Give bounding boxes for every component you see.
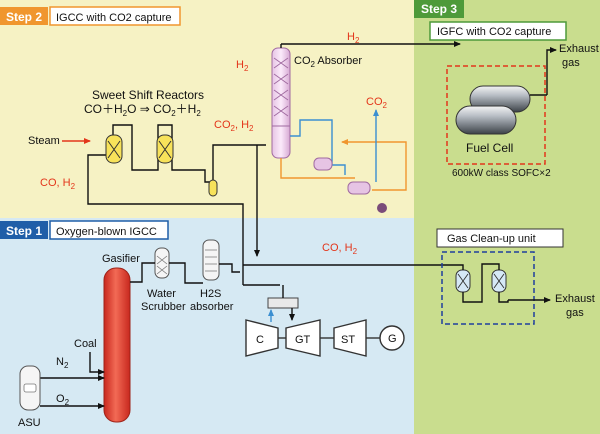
- coal-label: Coal: [74, 338, 97, 350]
- shift-reaction: CO＋H2O ⇒ CO2＋H2: [84, 102, 201, 118]
- co-h2-left-label: CO, H2: [40, 177, 76, 191]
- combustor: [267, 297, 299, 309]
- exhaust-bottom-label-1: Exhaust: [555, 293, 595, 305]
- compressor-label: C: [256, 334, 264, 346]
- heat-exchanger-small: [208, 179, 218, 197]
- regenerator-1: [313, 157, 333, 171]
- coal-line: [89, 352, 105, 375]
- cleanup-vessel-2: [491, 269, 507, 293]
- asu-unit: [19, 365, 41, 411]
- step2-title: IGCC with CO2 capture: [56, 12, 172, 24]
- asu-label: ASU: [18, 417, 41, 429]
- co2-h2-label: CO2, H2: [214, 119, 254, 133]
- exhaust-top-label-2: gas: [562, 57, 580, 69]
- gas-cleanup-box: [441, 251, 535, 325]
- step3-title: IGFC with CO2 capture: [437, 26, 551, 38]
- gasifier-vessel: [103, 267, 131, 423]
- fuel-cell-box: [446, 65, 546, 165]
- h2s-absorber-label-1: H2S: [200, 288, 221, 300]
- co2-absorber-label: CO2 Absorber: [294, 55, 362, 69]
- h2s-absorber: [202, 239, 220, 281]
- steam-turbine-label: ST: [341, 334, 355, 346]
- step1-header: Step 1 Oxygen-blown IGCC: [0, 220, 169, 240]
- h2-left-label: H2: [236, 59, 249, 73]
- exhaust-bottom-label-2: gas: [566, 307, 584, 319]
- cleanup-piping: [448, 263, 509, 303]
- step1-title: Oxygen-blown IGCC: [56, 226, 157, 238]
- shift-reactor-2: [156, 134, 174, 164]
- co2-absorber-column: [271, 47, 291, 159]
- o2-label: O2: [56, 393, 70, 407]
- solvent-loop-blue: [290, 119, 346, 175]
- step2-header: Step 2 IGCC with CO2 capture: [0, 6, 181, 26]
- generator-label: G: [388, 333, 397, 345]
- gas-cleanup-header: [436, 228, 564, 248]
- syngas-piping: [130, 262, 240, 284]
- steam-turbine: ST: [333, 319, 367, 357]
- co2-out-label: CO2: [366, 96, 388, 110]
- compressor: C: [245, 319, 279, 357]
- exhaust-top-arrow: [546, 47, 557, 95]
- gas-cleanup-label: Gas Clean-up unit: [447, 233, 536, 245]
- exhaust-top-label-1: Exhaust: [559, 43, 599, 55]
- step3-tag: Step 3: [421, 2, 457, 16]
- gas-turbine-label: GT: [295, 334, 311, 346]
- step3-region: [414, 0, 600, 434]
- water-scrubber-label-1: Water: [147, 288, 176, 300]
- water-scrubber-label-2: Scrubber: [141, 301, 186, 313]
- step2-tag: Step 2: [6, 10, 42, 24]
- co-h2-mid-label: CO, H2: [322, 242, 358, 256]
- fuel-cell-tanks: [455, 85, 531, 135]
- h2-top-label: H2: [347, 31, 360, 45]
- cleanup-vessel-1: [455, 269, 471, 293]
- regenerator-2: [347, 181, 387, 213]
- shift-reactor-1: [105, 134, 123, 164]
- generator: G: [379, 325, 405, 351]
- fuel-cell-label: Fuel Cell: [466, 141, 513, 155]
- steam-label: Steam: [28, 135, 60, 147]
- gasifier-label: Gasifier: [102, 253, 140, 265]
- solvent-loop-orange: [280, 142, 407, 191]
- sofc-label: 600kW class SOFC×2: [452, 168, 551, 179]
- sweet-shift-title: Sweet Shift Reactors: [92, 88, 204, 102]
- n2-label: N2: [56, 356, 69, 370]
- gas-turbine: GT: [285, 319, 321, 357]
- water-scrubber: [154, 247, 170, 279]
- step3-header: Step 3 IGFC with CO2 capture: [414, 0, 567, 41]
- step1-tag: Step 1: [6, 224, 42, 238]
- h2s-absorber-label-2: absorber: [190, 301, 234, 313]
